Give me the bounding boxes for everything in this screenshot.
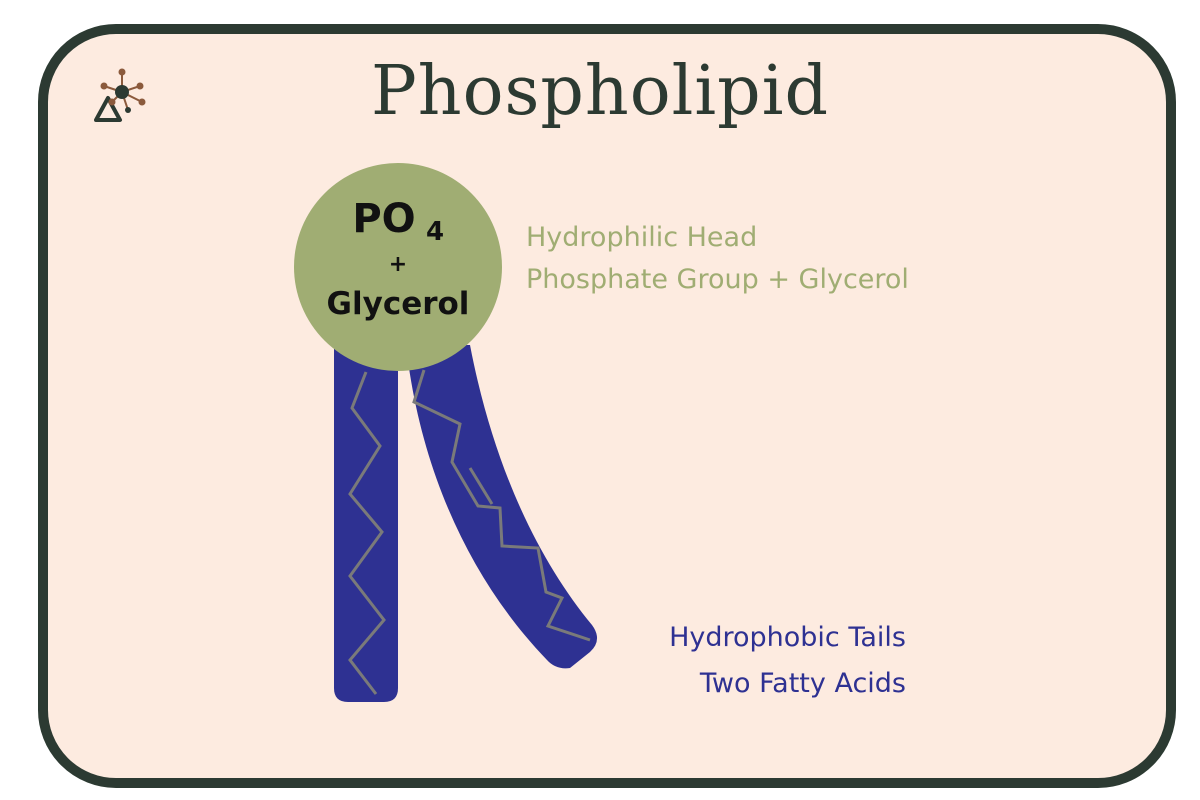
hydrophilic-head: PO 4 + Glycerol (294, 163, 502, 371)
head-formula: PO (352, 196, 415, 242)
head-label-line2: Phosphate Group + Glycerol (526, 264, 909, 295)
head-glycerol: Glycerol (327, 286, 470, 322)
molecule-triangle-logo-icon (94, 68, 146, 122)
head-plus: + (389, 252, 407, 277)
straight-fatty-acid-tail (334, 340, 398, 702)
page-title: Phospholipid (371, 52, 829, 131)
head-formula-subscript: 4 (426, 217, 444, 247)
tail-label-line2: Two Fatty Acids (699, 668, 906, 699)
diagram-card (38, 24, 1176, 788)
head-label-line1: Hydrophilic Head (526, 222, 758, 253)
tail-label-line1: Hydrophobic Tails (669, 622, 906, 653)
bent-fatty-acid-tail (406, 345, 598, 669)
